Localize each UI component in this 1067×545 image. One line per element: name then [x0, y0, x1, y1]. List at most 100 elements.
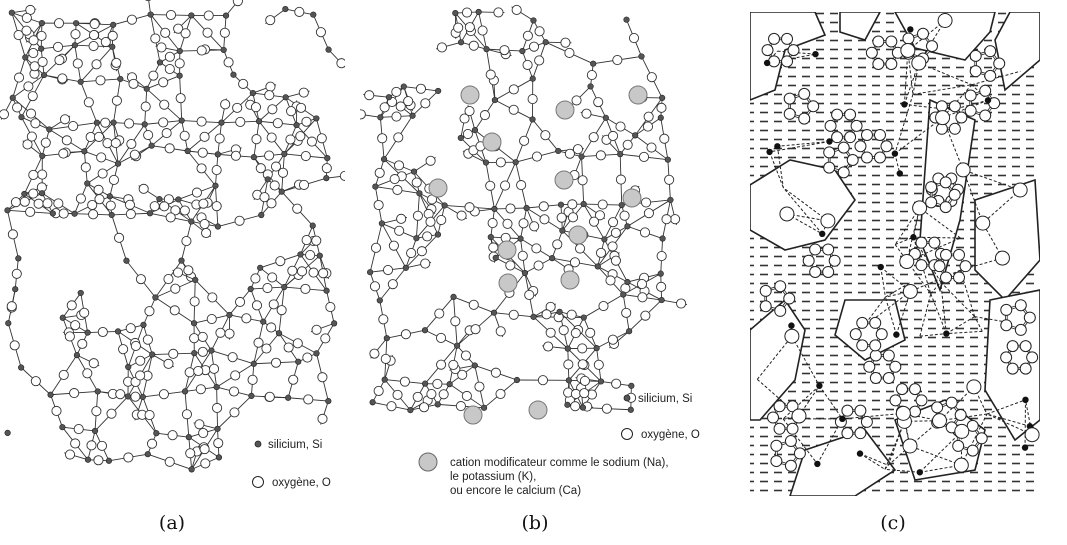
bridging-oxygen-atom — [72, 58, 83, 69]
oxygen-atom — [396, 213, 407, 224]
bridging-oxygen-atom — [640, 310, 651, 321]
oxygen-atom — [774, 304, 787, 317]
bridging-oxygen-atom — [479, 110, 490, 121]
silicon-atom — [400, 83, 407, 90]
bridging-oxygen-atom — [169, 305, 180, 316]
oxygen-atom — [1023, 311, 1036, 324]
bridging-oxygen-atom — [27, 91, 38, 102]
oxygen-atom — [822, 265, 835, 278]
bridging-oxygen-atom — [144, 410, 155, 421]
oxygen-atom — [873, 151, 886, 164]
oxygen-atom — [59, 114, 71, 125]
bridging-oxygen-atom — [10, 197, 21, 208]
bridging-oxygen-atom — [125, 209, 136, 220]
bridging-oxygen-atom — [70, 29, 81, 40]
bridging-oxygen-atom — [287, 265, 298, 276]
silicon-atom — [218, 119, 225, 126]
bridging-oxygen-atom — [115, 389, 126, 400]
bridging-oxygen-atom — [230, 150, 241, 161]
bridging-oxygen-atom — [495, 388, 506, 399]
silicon-atom — [84, 180, 91, 187]
oxygen-atom — [791, 408, 807, 424]
bridging-oxygen-atom — [661, 214, 672, 225]
dangling-bond — [360, 113, 381, 118]
bridging-oxygen-atom — [294, 6, 305, 17]
dashed-bond — [918, 62, 972, 86]
silicon-atom — [452, 9, 459, 17]
modifier-cation — [568, 225, 588, 245]
bridging-oxygen-atom — [370, 242, 382, 253]
bridging-oxygen-atom — [61, 135, 72, 146]
bridging-oxygen-atom — [251, 134, 262, 145]
silicon-atom — [84, 456, 92, 463]
bridging-oxygen-atom — [73, 424, 84, 435]
silicon-atom — [413, 235, 420, 242]
silicon-atom — [5, 320, 12, 327]
bridging-oxygen-atom — [125, 323, 136, 334]
bridging-oxygen-atom — [505, 260, 516, 271]
oxygen-atom — [1026, 351, 1039, 364]
dangling-bond — [225, 0, 240, 16]
oxygen-atom — [364, 90, 375, 101]
bridging-oxygen-atom — [164, 64, 175, 75]
oxygen-atom — [339, 170, 345, 181]
bridging-oxygen-atom — [123, 452, 134, 463]
bridging-oxygen-atom — [164, 143, 175, 154]
silicon-atom — [208, 347, 215, 354]
silicon-atom — [638, 53, 645, 60]
bridging-oxygen-atom — [275, 256, 286, 267]
silicon-atom — [483, 46, 490, 53]
legend-oxygen-label: oxygène, O — [272, 477, 331, 489]
bridging-oxygen-atom — [378, 314, 389, 325]
oxygen-atom — [783, 92, 796, 105]
oxygen-atom — [953, 457, 969, 473]
oxygen-atom — [831, 131, 844, 144]
bridging-oxygen-atom — [406, 247, 417, 259]
silicon-atom — [453, 342, 461, 349]
oxygen-atom — [940, 271, 953, 284]
bridging-oxygen-atom — [185, 448, 196, 459]
bridging-oxygen-atom — [577, 175, 588, 186]
bridging-oxygen-atom — [639, 227, 651, 238]
oxygen-atom — [939, 201, 952, 214]
bridging-oxygen-atom — [607, 241, 618, 252]
silicon-atom — [593, 345, 600, 352]
bridging-oxygen-atom — [130, 391, 141, 402]
bridging-oxygen-atom — [621, 307, 632, 318]
bridging-oxygen-atom — [575, 243, 586, 254]
oxygen-atom — [781, 55, 794, 68]
bridging-oxygen-atom — [70, 320, 81, 331]
bridging-oxygen-atom — [533, 260, 544, 271]
bridging-oxygen-atom — [159, 99, 170, 110]
silicon-atom — [176, 72, 183, 79]
silicon-atom — [618, 201, 625, 209]
silicon-atom — [297, 251, 304, 258]
oxygen-atom — [22, 139, 33, 150]
silicon-atom — [579, 404, 587, 411]
bridging-oxygen-atom — [321, 163, 332, 174]
silicon-atom — [147, 11, 154, 18]
oxygen-atom — [844, 131, 857, 144]
silicon-atom — [178, 117, 185, 124]
bridging-oxygen-atom — [163, 194, 174, 205]
bridging-oxygen-atom — [615, 121, 626, 132]
bridging-oxygen-atom — [502, 218, 513, 229]
bridging-oxygen-atom — [518, 218, 529, 229]
oxygen-atom — [900, 42, 916, 58]
bridging-oxygen-atom — [161, 128, 172, 139]
silicon-atom — [482, 159, 490, 166]
silicon-atom — [323, 287, 330, 294]
silicon-atom — [139, 393, 146, 401]
oxygen-atom — [64, 449, 76, 460]
bridging-oxygen-atom — [267, 104, 278, 115]
bridging-oxygen-atom — [197, 147, 208, 158]
bridging-oxygen-atom — [102, 138, 113, 149]
dashed-bond — [818, 385, 843, 420]
bridging-oxygen-atom — [607, 217, 619, 228]
bridging-oxygen-atom — [558, 325, 569, 336]
oxygen-atom — [298, 87, 309, 98]
bridging-oxygen-atom — [637, 292, 648, 303]
silicon-atom — [594, 263, 601, 270]
bridging-oxygen-atom — [58, 208, 69, 219]
bridging-oxygen-atom — [295, 131, 306, 142]
